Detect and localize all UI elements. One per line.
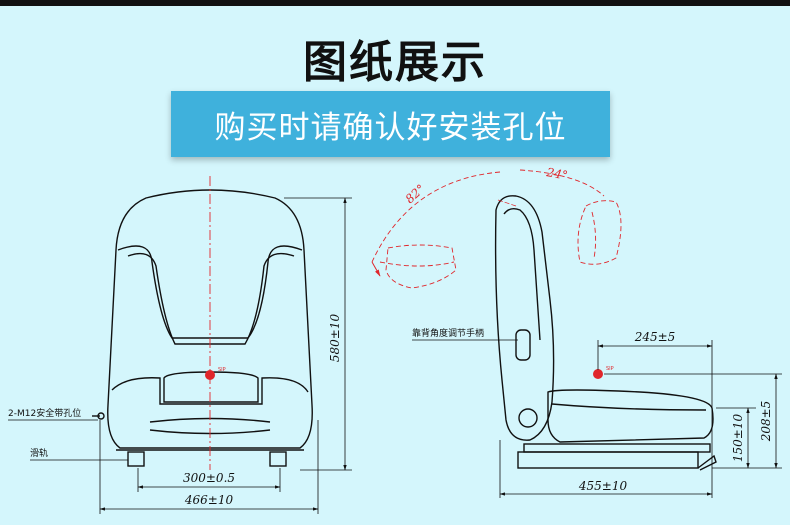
front-view xyxy=(92,189,313,467)
front-dim-total-width: 466±10 xyxy=(184,493,234,507)
belt-hole-label: 2-M12安全带孔位 xyxy=(8,407,81,419)
side-cushion xyxy=(547,389,714,443)
front-dim-height: 580±10 xyxy=(328,314,342,363)
side-backrest-handle xyxy=(515,329,531,361)
top-bar xyxy=(0,0,790,6)
side-dim-sip-offset: 245±5 xyxy=(634,330,676,344)
side-angle-fold: 24° xyxy=(544,165,568,183)
backrest-handle-label: 靠背角度调节手柄 xyxy=(412,327,484,339)
side-backrest xyxy=(494,195,555,441)
front-sip-label: SIP xyxy=(218,367,226,373)
side-angle-recline: 82° xyxy=(403,182,428,207)
page-title: 图纸展示 xyxy=(303,37,487,88)
front-seat-outline xyxy=(107,189,313,449)
side-dim-depth: 455±10 xyxy=(578,479,628,493)
front-sip-marker xyxy=(205,370,215,380)
side-sip-label: SIP xyxy=(606,366,614,372)
front-rail-right xyxy=(269,451,287,467)
front-dim-rail-width: 300±0.5 xyxy=(183,471,235,485)
side-view xyxy=(494,195,717,471)
side-dim-cushion-height: 150±10 xyxy=(731,414,745,463)
front-rail-left xyxy=(127,451,145,467)
recline-ghost xyxy=(371,169,622,289)
side-dim-sip-height: 208±5 xyxy=(759,401,773,443)
notice-banner-text: 购买时请确认好安装孔位 xyxy=(214,109,567,146)
side-sip-marker xyxy=(593,369,603,379)
notice-banner: 购买时请确认好安装孔位 xyxy=(171,91,610,157)
front-cushion xyxy=(111,377,309,405)
rail-label: 滑轨 xyxy=(30,447,48,459)
